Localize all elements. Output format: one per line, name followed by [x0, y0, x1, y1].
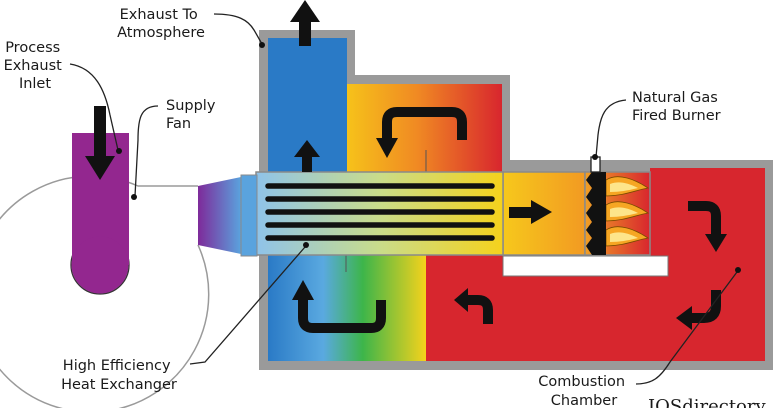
watermark-text: IQSdirectory	[648, 396, 766, 408]
bottom-left-chamber	[268, 255, 426, 361]
leader-burner	[595, 99, 627, 158]
burner-plate	[586, 172, 606, 255]
burner-zone-curved-arrow	[688, 201, 727, 252]
top-chamber-curved-arrow	[376, 107, 467, 158]
leader-supply-fan	[134, 105, 159, 197]
combustion-up-arrow	[454, 288, 493, 324]
supply-duct	[198, 177, 241, 254]
burner-flames	[605, 176, 650, 247]
leader-exhaust	[213, 13, 263, 45]
duct-flange	[240, 174, 258, 257]
leader-process-inlet-dot	[116, 148, 122, 154]
combustion-chamber-curved-arrow	[676, 290, 721, 330]
leader-exhaust-dot	[259, 42, 265, 48]
leader-process-inlet	[69, 63, 119, 151]
burner-zone-right	[650, 168, 765, 258]
heat-exchanger-tubes	[265, 183, 495, 241]
label-supply-fan: Supply Fan	[166, 98, 220, 132]
bottom-left-curved-arrow	[292, 280, 386, 333]
label-process-exhaust-inlet: Process Exhaust Inlet	[4, 40, 67, 92]
inlet-pipe-bottom	[71, 236, 129, 294]
leader-heat-exchanger-dot	[303, 242, 309, 248]
top-chamber	[347, 84, 502, 175]
exchanger-up-arrow	[294, 140, 320, 172]
leader-burner-dot	[592, 154, 598, 160]
label-high-efficiency-heat-exchanger: High Efficiency Heat Exchanger	[61, 358, 177, 393]
leader-combustion-chamber-dot	[735, 267, 741, 273]
leader-combustion-chamber	[635, 271, 738, 385]
label-combustion-chamber: Combustion Chamber	[538, 374, 629, 408]
leader-supply-fan-dot	[131, 194, 137, 200]
inlet-down-arrow	[85, 106, 115, 180]
pre-burner-right-arrow	[509, 200, 552, 224]
label-natural-gas-fired-burner: Natural Gas Fired Burner	[632, 90, 722, 124]
label-exhaust-to-atmosphere: Exhaust To Atmosphere	[117, 7, 205, 41]
exhaust-up-arrow	[290, 0, 320, 46]
baffle-bar	[502, 255, 669, 277]
leader-heat-exchanger	[189, 246, 306, 365]
